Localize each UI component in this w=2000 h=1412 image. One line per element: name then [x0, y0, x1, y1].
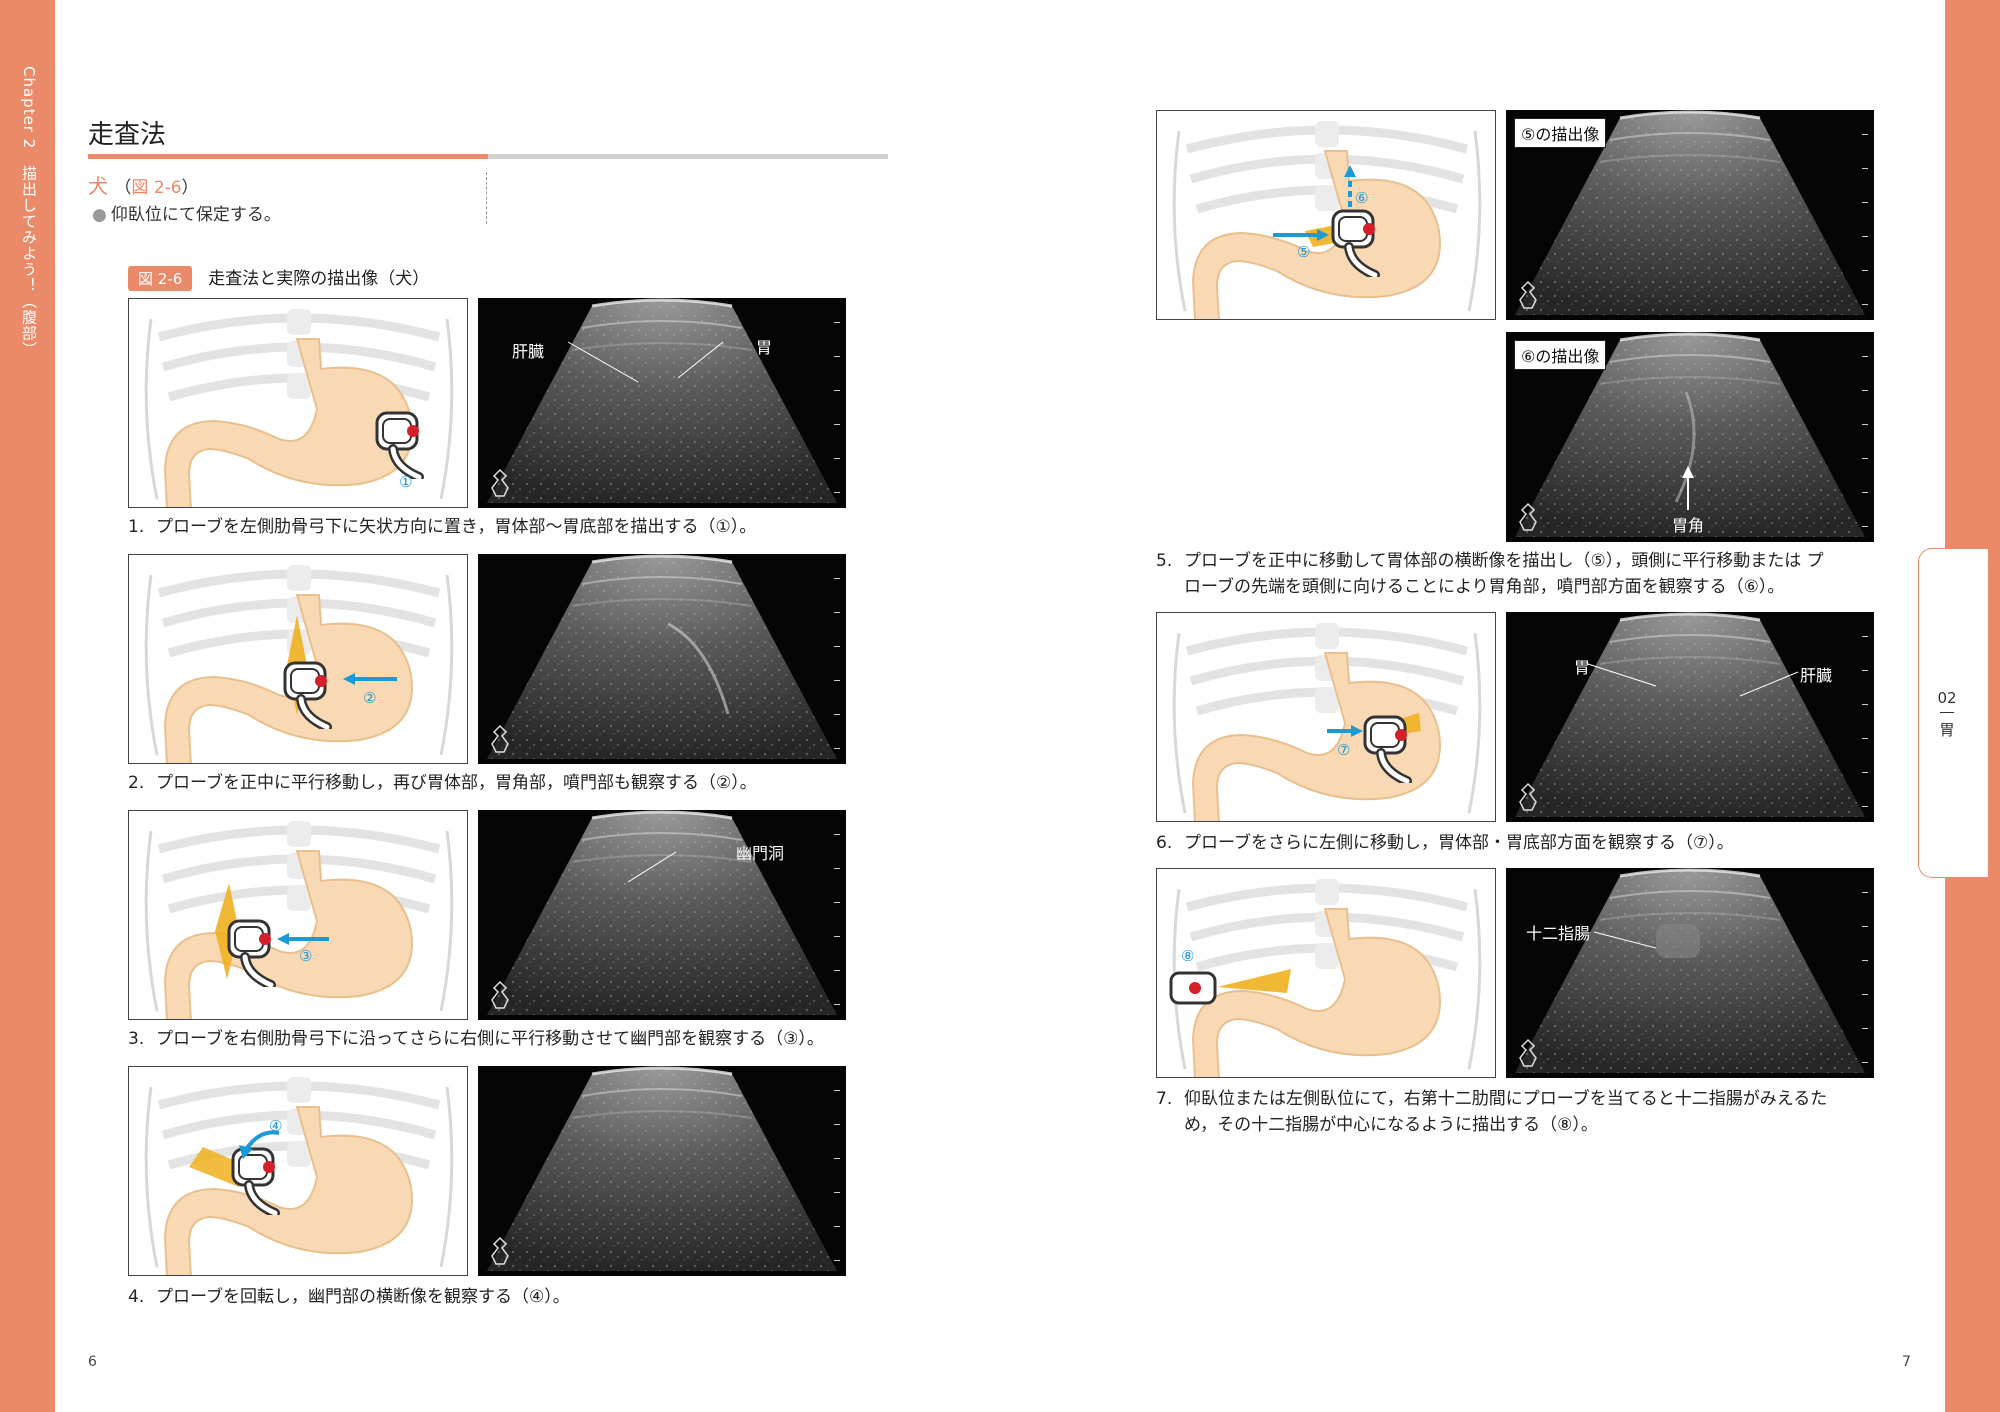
- arrow-up-icon: [1344, 165, 1356, 177]
- label-angulus: 胃角: [1672, 516, 1705, 535]
- ultrasound-image-6: ⑥の描出像 胃角: [1506, 332, 1874, 542]
- rotate-arrow-icon: [239, 1145, 253, 1159]
- bullet-icon: ●: [92, 205, 107, 225]
- section-name: 胃: [1939, 721, 1955, 739]
- label-duodenum: 十二指腸: [1526, 924, 1591, 943]
- svg-text:①: ①: [399, 473, 412, 491]
- svg-text:⑤: ⑤: [1297, 243, 1310, 261]
- section-tab[interactable]: 02 胃: [1918, 548, 1988, 878]
- label-liver: 肝臓: [512, 342, 545, 361]
- dotted-divider: [486, 172, 487, 224]
- chapter-label: Chapter 2 描出してみよう！（腹部）: [20, 66, 38, 358]
- left-side-band: [0, 0, 55, 1412]
- ultrasound-image-4: [478, 1066, 846, 1276]
- step-1: 1.プローブを左側肋骨弓下に矢状方向に置き，胃体部〜胃底部を描出する（①）。: [128, 517, 757, 537]
- figure-reference[interactable]: （図 2-6）: [114, 178, 199, 198]
- note-text: 仰臥位にて保定する。: [110, 205, 281, 225]
- heading-rule: [88, 154, 888, 159]
- ultrasound-image-3: 幽門洞: [478, 810, 846, 1020]
- sub-heading: 犬 （図 2-6）: [88, 170, 199, 199]
- ultrasound-image-7: 胃 肝臓: [1506, 612, 1874, 822]
- svg-text:⑥: ⑥: [1355, 189, 1368, 207]
- step-5: 5.プローブを正中に移動して胃体部の横断像を描出し（⑤），頭側に平行移動または …: [1156, 551, 1824, 571]
- scan-illustration-8: ⑧: [1156, 868, 1496, 1078]
- figure-title: 走査法と実際の描出像（犬）: [208, 269, 430, 289]
- svg-text:⑧: ⑧: [1181, 947, 1194, 965]
- image-badge-6: ⑥の描出像: [1514, 340, 1607, 370]
- ultrasound-image-5: ⑤の描出像: [1506, 110, 1874, 320]
- ultrasound-image-8: 十二指腸: [1506, 868, 1874, 1078]
- label-stomach-2: 胃: [1574, 658, 1591, 677]
- step-5-cont: ローブの先端を頭側に向けることにより胃角部，噴門部方面を観察する（⑥）。: [1184, 577, 1785, 597]
- step-2: 2.プローブを正中に平行移動し，再び胃体部，胃角部，噴門部も観察する（②）。: [128, 773, 757, 793]
- page-title: 走査法: [88, 120, 167, 150]
- arrow-right-icon: [1351, 725, 1363, 737]
- section-tab-rule: [1940, 712, 1954, 713]
- scan-illustration-3: ③: [128, 810, 468, 1020]
- svg-text:④: ④: [269, 1117, 282, 1135]
- image-badge-5: ⑤の描出像: [1514, 118, 1607, 148]
- scan-illustration-2: ②: [128, 554, 468, 764]
- scan-illustration-1: ①: [128, 298, 468, 508]
- note-line: ●仰臥位にて保定する。: [92, 200, 281, 225]
- svg-text:⑦: ⑦: [1337, 741, 1350, 759]
- label-pyloric-antrum: 幽門洞: [736, 844, 785, 863]
- svg-text:②: ②: [363, 689, 376, 707]
- arrow-up-icon: [1682, 466, 1694, 478]
- scan-illustration-7: ⑦: [1156, 612, 1496, 822]
- label-liver-2: 肝臓: [1800, 666, 1833, 685]
- ultrasound-image-2: [478, 554, 846, 764]
- scan-illustration-5-6: ⑤ ⑥: [1156, 110, 1496, 320]
- arrow-left-icon: [343, 673, 355, 685]
- svg-text:③: ③: [299, 947, 312, 965]
- animal-label: 犬: [88, 174, 108, 198]
- step-6: 6.プローブをさらに左側に移動し，胃体部・胃底部方面を観察する（⑦）。: [1156, 833, 1734, 853]
- page-number-left: 6: [88, 1354, 97, 1370]
- label-stomach: 胃: [756, 338, 773, 357]
- step-7-cont: め，その十二指腸が中心になるように描出する（⑧）。: [1184, 1115, 1598, 1135]
- step-4: 4.プローブを回転し，幽門部の横断像を観察する（④）。: [128, 1287, 570, 1307]
- arrow-right-icon: [1317, 229, 1329, 241]
- step-3: 3.プローブを右側肋骨弓下に沿ってさらに右側に平行移動させて幽門部を観察する（③…: [128, 1029, 824, 1049]
- arrow-left-icon: [277, 933, 289, 945]
- section-number: 02: [1937, 689, 1957, 707]
- ultrasound-image-1: 肝臓 胃: [478, 298, 846, 508]
- step-7: 7.仰臥位または左側臥位にて，右第十二肋間にプローブを当てると十二指腸がみえるた: [1156, 1089, 1828, 1109]
- figure-caption: 図 2-6 走査法と実際の描出像（犬）: [128, 264, 429, 291]
- page-number-right: 7: [1902, 1354, 1911, 1370]
- scan-illustration-4: ④: [128, 1066, 468, 1276]
- figure-badge: 図 2-6: [128, 266, 193, 291]
